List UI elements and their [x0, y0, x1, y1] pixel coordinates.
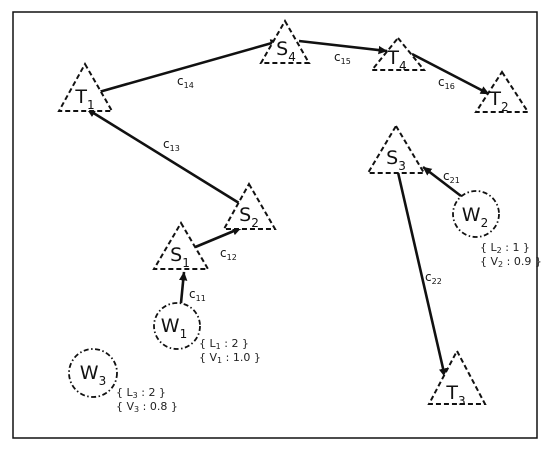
edge-s3-t3: c22	[395, 167, 448, 378]
node-shape	[366, 124, 426, 174]
node-label: W2	[462, 204, 488, 230]
node-label: S3	[386, 147, 406, 173]
node-label: T1	[74, 86, 94, 112]
node-shape	[222, 181, 277, 230]
edge-w1-s1: c11	[179, 271, 206, 304]
annotations-layer: { L1 : 2 }{ V1 : 1.0 } { L2 : 1 }{ V2 : 0…	[116, 241, 542, 414]
node-label: T3	[445, 382, 465, 408]
edge-arrow	[411, 52, 490, 96]
edge-label: c12	[220, 246, 237, 262]
edges-layer: c14 c15 c16 c13 c12 c11 c21 c22	[86, 39, 490, 378]
edge-s4-t4: c15	[298, 39, 388, 66]
edge-label: c21	[443, 169, 460, 185]
node-w2: W2	[452, 190, 500, 238]
edge-label: c16	[438, 75, 455, 91]
edge-t4-t2: c16	[411, 52, 490, 96]
annotation-w1: { L1 : 2 }{ V1 : 1.0 }	[199, 337, 261, 365]
node-w1: W1	[153, 302, 201, 350]
node-shape	[259, 18, 311, 64]
node-shape	[152, 221, 210, 270]
annotation-line: { L3 : 2 }	[116, 386, 166, 400]
edge-arrow	[192, 226, 242, 250]
node-label: T4	[386, 47, 406, 73]
node-t3: T3	[427, 348, 487, 408]
node-s1: S1	[152, 221, 210, 270]
annotation-line: { V2 : 0.9 }	[480, 255, 542, 269]
annotation-w2: { L2 : 1 }{ V2 : 0.9 }	[480, 241, 542, 269]
edge-arrow	[86, 107, 240, 205]
node-shape	[153, 302, 201, 350]
edge-label: c11	[189, 287, 206, 303]
edge-arrow	[179, 271, 188, 304]
node-shape	[427, 348, 487, 405]
edge-t1-s4: c14	[98, 39, 280, 94]
node-label: S2	[239, 204, 259, 230]
annotation-line: { V1 : 1.0 }	[199, 351, 261, 365]
node-s2: S2	[222, 181, 277, 230]
annotation-line: { L2 : 1 }	[480, 241, 530, 255]
node-t2: T2	[474, 70, 530, 114]
edge-label: c13	[163, 137, 180, 153]
node-t1: T1	[57, 61, 114, 112]
node-w3: W3	[68, 348, 118, 398]
edge-label: c14	[177, 74, 194, 90]
edge-label: c15	[334, 50, 351, 66]
node-label: W3	[80, 362, 106, 388]
node-shape	[369, 36, 427, 71]
edge-arrow	[422, 165, 462, 198]
node-shape	[452, 190, 500, 238]
annotation-line: { V3 : 0.8 }	[116, 400, 178, 414]
edge-arrow	[395, 167, 448, 378]
edge-s1-s2: c12	[192, 226, 242, 262]
annotation-line: { L1 : 2 }	[199, 337, 249, 351]
node-shape	[57, 61, 114, 112]
edge-arrow	[98, 39, 280, 94]
node-s3: S3	[366, 124, 426, 174]
node-label: W1	[161, 315, 187, 341]
edge-w2-s3: c21	[422, 165, 462, 198]
node-shape	[474, 70, 530, 113]
edge-s2-t1: c13	[86, 107, 240, 205]
edge-arrow	[298, 39, 388, 55]
node-t4: T4	[369, 36, 427, 73]
node-label: S4	[276, 38, 296, 64]
node-label: S1	[170, 244, 190, 270]
annotation-w3: { L3 : 2 }{ V3 : 0.8 }	[116, 386, 178, 414]
node-s4: S4	[259, 18, 311, 64]
edge-label: c22	[425, 270, 442, 286]
node-shape	[68, 348, 118, 398]
node-label: T2	[488, 88, 508, 114]
